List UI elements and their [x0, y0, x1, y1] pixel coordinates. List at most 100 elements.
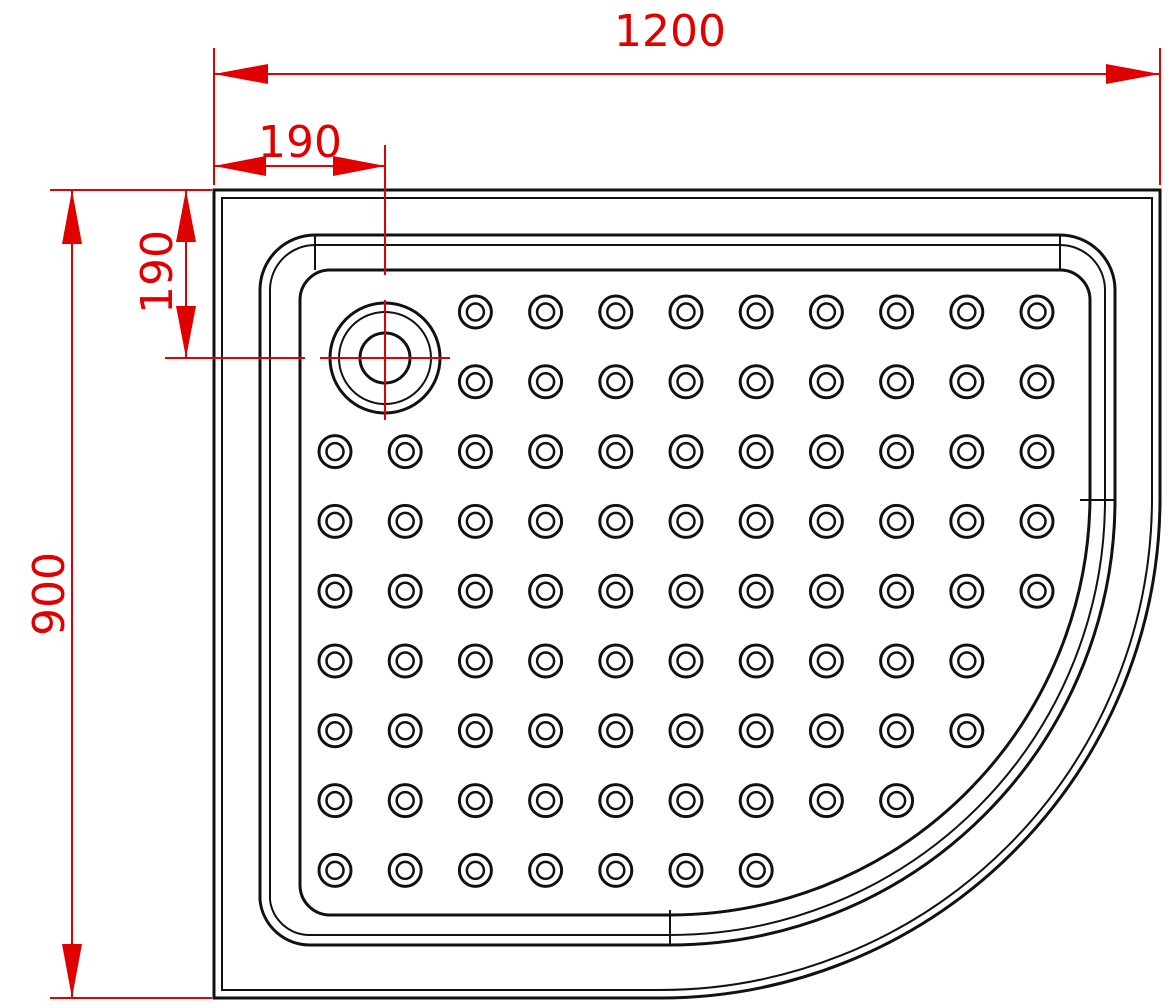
grip-dot [598, 434, 634, 470]
grip-dot-inner [325, 721, 345, 741]
grip-dot-inner [957, 302, 977, 322]
grip-dot [457, 364, 493, 400]
tray-outer-rim [212, 188, 1162, 1000]
grip-dot-inner [1027, 372, 1047, 392]
grip-dot-inner [816, 441, 837, 462]
grip-dot-inner [465, 860, 486, 881]
grip-dot [879, 434, 915, 470]
drain-y-label: 190 [132, 230, 183, 314]
grip-dot [668, 294, 704, 330]
grip-dot [598, 364, 634, 400]
grip-dot-inner [395, 441, 415, 462]
grip-dot-inner [325, 511, 345, 532]
grip-dot [457, 503, 493, 539]
grip-dot [387, 643, 423, 679]
drain-x-label: 190 [258, 117, 342, 168]
grip-dot [457, 573, 493, 609]
grip-dot-inner [676, 302, 696, 322]
grip-dot-inner [957, 651, 977, 671]
grip-dot [528, 434, 564, 470]
grip-dot [949, 573, 985, 609]
grip-dot [528, 852, 564, 888]
grip-dot-inner [465, 790, 486, 811]
depth-arrow-top [62, 190, 82, 244]
tray-shelf-top [258, 233, 1117, 291]
grip-dot [317, 573, 353, 609]
grip-dot-inner [676, 511, 696, 532]
grip-dot-inner [465, 372, 486, 392]
width-arrow-right [1106, 64, 1160, 84]
grip-dot-inner [395, 581, 415, 601]
grip-dot-inner [746, 651, 766, 671]
grip-dot [879, 294, 915, 330]
tray-outline [212, 188, 1162, 1000]
grip-dot [668, 852, 704, 888]
grip-dot-inner [465, 581, 486, 601]
grip-dot [598, 294, 634, 330]
grip-dot [1019, 294, 1055, 330]
grip-dot-inner [886, 302, 907, 322]
grip-dot-inner [816, 790, 837, 811]
grip-dot-inner [886, 721, 907, 741]
grip-dot [668, 434, 704, 470]
grip-dot [528, 783, 564, 819]
grip-dot [738, 503, 774, 539]
grip-dot [668, 713, 704, 749]
grip-dot-inner [606, 581, 626, 601]
drain-x-arrow-left [214, 156, 266, 176]
grip-dot [668, 643, 704, 679]
grip-dot-inner [1027, 511, 1047, 532]
grip-dot [668, 783, 704, 819]
grip-dot [528, 713, 564, 749]
grip-dot-inner [606, 372, 626, 392]
grip-dot [528, 503, 564, 539]
grip-dot-inner [676, 372, 696, 392]
grip-dot [808, 713, 844, 749]
grip-dot-inner [746, 372, 766, 392]
grip-dot-inner [816, 511, 837, 532]
grip-dot [598, 852, 634, 888]
grip-dot-inner [957, 511, 977, 532]
grip-dot [528, 643, 564, 679]
grip-dot-inner [886, 511, 907, 532]
grip-dot-inner [395, 651, 415, 671]
tray-curve-outer [669, 499, 1117, 947]
grip-dot-inner [676, 581, 696, 601]
grip-dot-inner [816, 651, 837, 671]
width-arrow-left [214, 64, 268, 84]
grip-dots [317, 294, 1055, 888]
grip-dot [387, 852, 423, 888]
grip-dot-inner [606, 721, 626, 741]
grip-dot [808, 643, 844, 679]
grip-dot-inner [325, 860, 345, 881]
tray-left-corner-2 [269, 899, 311, 937]
grip-dot [598, 783, 634, 819]
grip-dot-inner [535, 441, 556, 462]
tray-outer-rim-inner [221, 197, 1153, 991]
grip-dot-inner [676, 790, 696, 811]
grip-dot-inner [816, 372, 837, 392]
dimensions: 1200 190 190 900 [24, 6, 1161, 999]
grip-dot [317, 783, 353, 819]
grip-dot [949, 503, 985, 539]
grip-dot-inner [676, 651, 696, 671]
grip-dot [949, 294, 985, 330]
grip-dot [598, 503, 634, 539]
grip-dot-inner [535, 721, 556, 741]
grip-dot-inner [1027, 581, 1047, 601]
grip-dot-inner [746, 860, 766, 881]
grip-dot [738, 713, 774, 749]
grip-dot [387, 573, 423, 609]
grip-dot-inner [746, 721, 766, 741]
grip-dot-inner [676, 441, 696, 462]
depth-arrow-bottom [62, 944, 82, 998]
drain-y-arrow-bottom [176, 306, 196, 358]
grip-dot [317, 503, 353, 539]
grip-dot-inner [886, 441, 907, 462]
grip-dot [317, 434, 353, 470]
grip-dot-inner [1027, 441, 1047, 462]
grip-dot [949, 643, 985, 679]
grip-dot-inner [886, 581, 907, 601]
